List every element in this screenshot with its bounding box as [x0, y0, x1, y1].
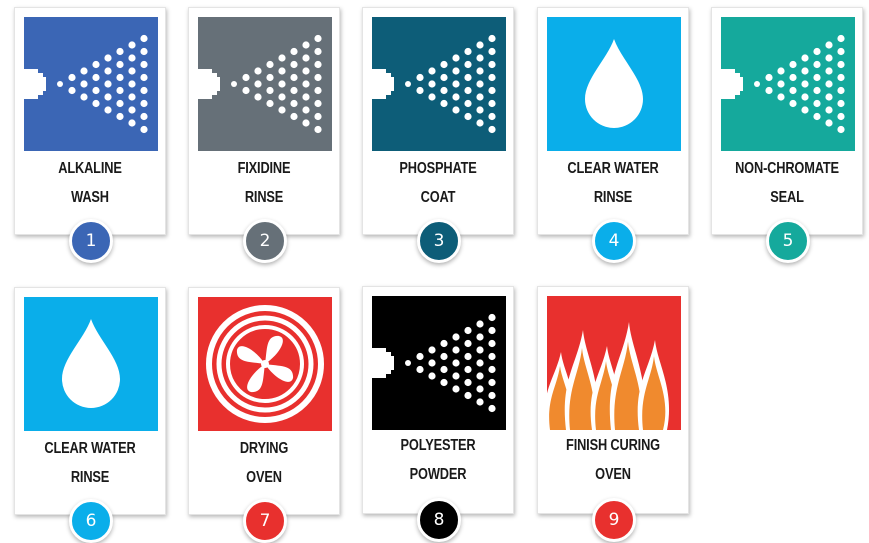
- step-label: FINISH CURING OVEN: [553, 431, 673, 489]
- step-label-line2: OVEN: [246, 469, 282, 486]
- step-label: CLEAR WATER RINSE: [553, 154, 673, 212]
- step-label-line2: COAT: [420, 189, 456, 206]
- step-label-line2: SEAL: [770, 189, 804, 206]
- spray-nozzle-icon: [372, 296, 506, 430]
- spray-nozzle-icon: [24, 17, 158, 151]
- spray-nozzle-icon: [198, 17, 332, 151]
- step-label-line1: POLYESTER: [400, 437, 476, 454]
- step-number-badge: 2: [243, 219, 287, 263]
- step-number-badge: 8: [417, 498, 461, 542]
- water-drop-icon: [547, 17, 681, 151]
- spray-nozzle-icon: [372, 17, 506, 151]
- step-label: FIXIDINE RINSE: [204, 154, 324, 212]
- step-label: ALKALINE WASH: [30, 154, 150, 212]
- step-label-line1: NON-CHROMATE: [735, 160, 839, 177]
- step-label-line2: RINSE: [244, 189, 284, 206]
- step-label: PHOSPHATE COAT: [378, 154, 498, 212]
- step-label-line2: WASH: [71, 189, 109, 206]
- step-card-4: CLEAR WATER RINSE 4: [537, 7, 689, 263]
- flames-icon: [547, 296, 681, 430]
- step-label-line1: FINISH CURING: [566, 437, 660, 454]
- step-card-9: FINISH CURING OVEN 9: [537, 286, 689, 542]
- step-label: DRYING OVEN: [204, 434, 324, 492]
- step-number-badge: 7: [243, 499, 287, 543]
- step-card-3: PHOSPHATE COAT 3: [362, 7, 514, 263]
- step-card-6: CLEAR WATER RINSE 6: [14, 287, 166, 543]
- water-drop-icon: [24, 297, 158, 431]
- spray-nozzle-icon: [721, 17, 855, 151]
- step-label-line1: DRYING: [239, 440, 289, 457]
- fan-icon: [198, 297, 332, 431]
- step-card-1: ALKALINE WASH 1: [14, 7, 166, 263]
- step-number-badge: 5: [766, 219, 810, 263]
- step-label-line1: ALKALINE: [58, 160, 122, 177]
- step-label-line1: CLEAR WATER: [44, 440, 136, 457]
- step-number-badge: 1: [69, 219, 113, 263]
- step-number-badge: 9: [592, 498, 636, 542]
- step-label: NON-CHROMATE SEAL: [727, 154, 847, 212]
- step-label-line1: CLEAR WATER: [567, 160, 659, 177]
- step-label-line2: OVEN: [595, 466, 631, 483]
- step-card-5: NON-CHROMATE SEAL 5: [711, 7, 863, 263]
- step-label: POLYESTER POWDER: [378, 431, 498, 489]
- step-label: CLEAR WATER RINSE: [30, 434, 150, 492]
- step-label-line1: PHOSPHATE: [399, 160, 477, 177]
- step-number-badge: 4: [592, 219, 636, 263]
- step-label-line1: FIXIDINE: [237, 160, 291, 177]
- step-label-line2: RINSE: [70, 469, 110, 486]
- step-card-7: DRYING OVEN 7: [188, 287, 340, 543]
- step-label-line2: RINSE: [593, 189, 633, 206]
- step-number-badge: 3: [417, 219, 461, 263]
- step-number-badge: 6: [69, 499, 113, 543]
- step-card-8: POLYESTER POWDER 8: [362, 286, 514, 542]
- step-card-2: FIXIDINE RINSE 2: [188, 7, 340, 263]
- step-label-line2: POWDER: [409, 466, 467, 483]
